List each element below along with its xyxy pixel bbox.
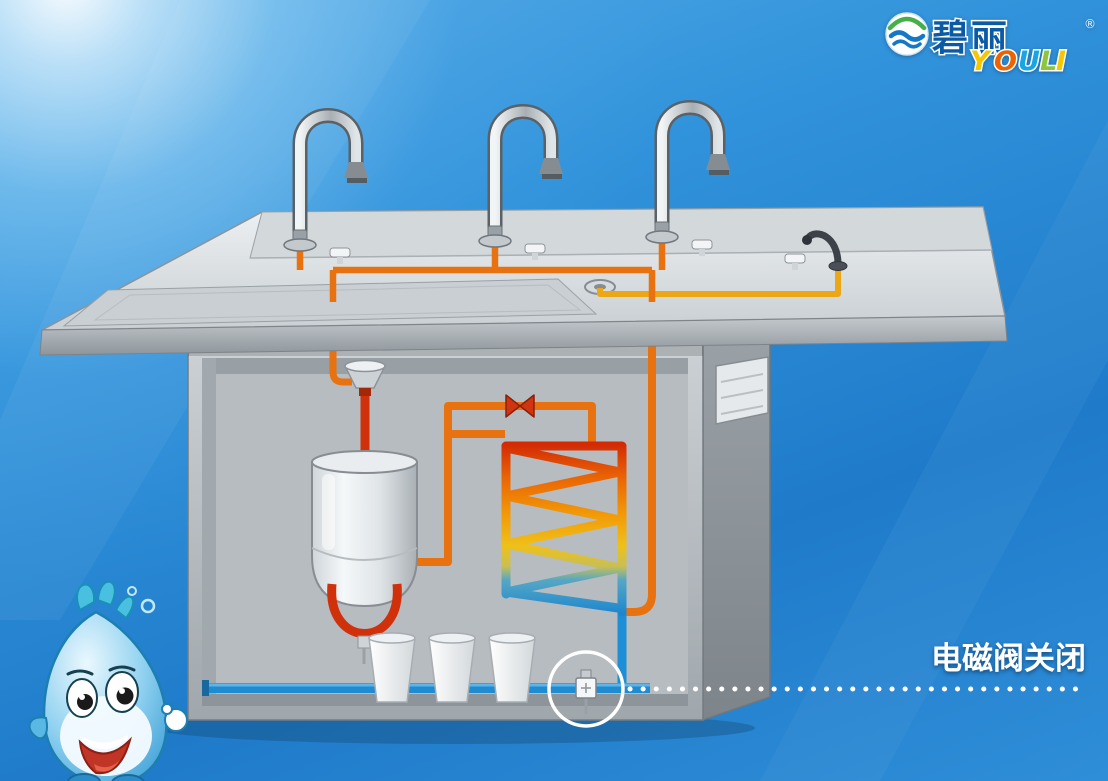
mascot-splash-hair (76, 580, 135, 620)
mascot-mouth (78, 735, 132, 775)
registered-mark: ® (1084, 17, 1096, 31)
counter-front-lip (39, 315, 1008, 356)
brand-letter: I (1056, 46, 1066, 77)
hot-pipe-tank-to-coil (417, 402, 596, 566)
side-vent-box (715, 356, 769, 425)
hot-pipe-right-vertical (626, 346, 656, 616)
brand-logo: 碧丽 Y O U L I ® (885, 12, 1096, 79)
cabinet-interior-left-shade (202, 358, 216, 706)
brand-name-en: Y O U L I (969, 45, 1068, 79)
heating-coil (501, 441, 627, 617)
brand-letter: Y (970, 46, 992, 77)
red-pipe-loop (327, 583, 402, 638)
cup-2 (428, 632, 476, 703)
cabinet-interior-top-shade (202, 358, 688, 374)
counter-back-ledge (249, 206, 993, 259)
mascot-right-hand (161, 703, 188, 732)
mascot-feet (67, 773, 145, 781)
storage-tank (311, 450, 418, 608)
brand-letter: O (994, 46, 1017, 77)
water-cups (368, 632, 536, 703)
hot-pipe-left-vertical (329, 346, 352, 386)
brand-name-cn: 碧丽 (932, 18, 1010, 59)
mascot-eyes (66, 665, 139, 718)
water-drop-mascot (28, 580, 188, 781)
inlet-funnel (343, 359, 387, 396)
water-wave-logo-icon (885, 12, 929, 56)
annotation-label: 电磁阀关闭 (931, 641, 1086, 677)
tank-drain-valve (357, 635, 372, 664)
spray-tap (802, 230, 848, 271)
warm-pipe-counter (597, 268, 841, 297)
cabinet (187, 332, 771, 722)
mascot-left-arm (28, 716, 48, 740)
mascot-bubble-large (140, 598, 156, 614)
shutoff-valve-icon (505, 394, 535, 418)
brand-letter: L (1040, 46, 1057, 77)
highlight-circle (547, 650, 625, 728)
mascot-bubble-small (127, 586, 137, 596)
cup-3 (488, 632, 536, 703)
sink-basin (62, 278, 598, 327)
cup-1 (368, 632, 416, 703)
stainless-counter (39, 206, 1008, 356)
solenoid-valve (575, 669, 597, 714)
brand-letter: U (1018, 46, 1040, 77)
